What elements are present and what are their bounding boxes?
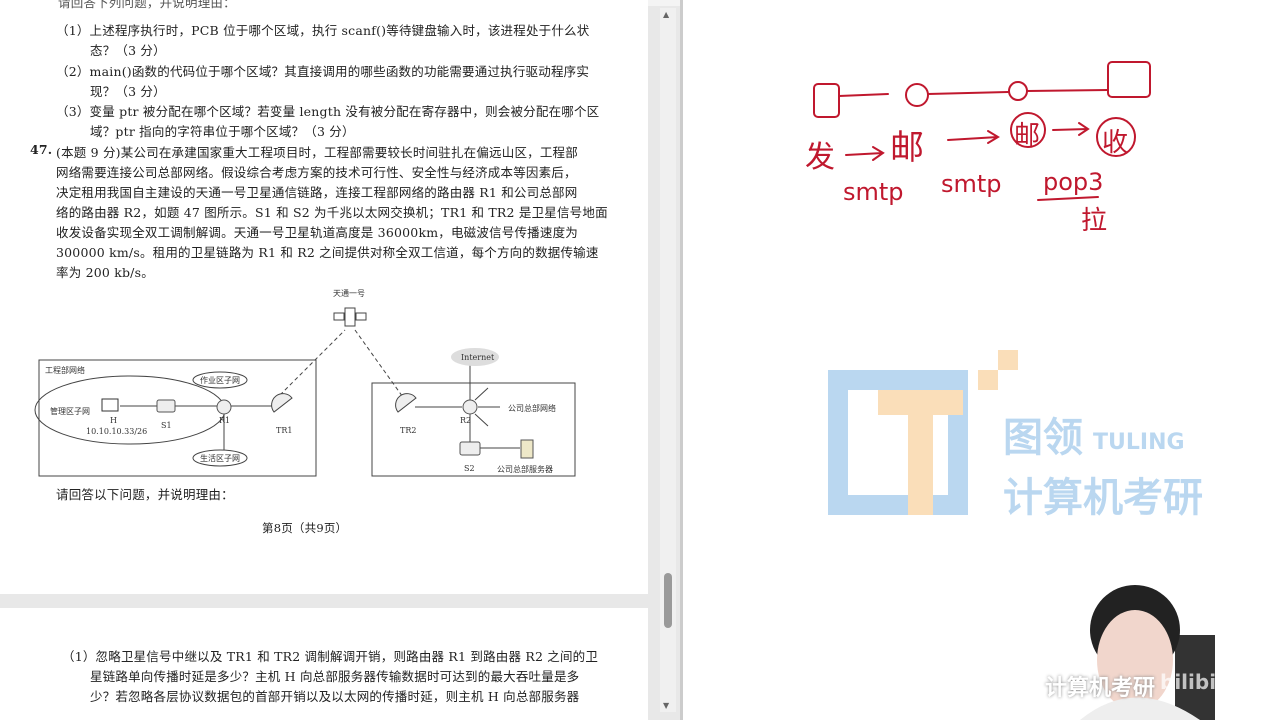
receiver-box bbox=[1107, 61, 1151, 98]
arrow bbox=[845, 146, 885, 161]
pane-divider[interactable] bbox=[680, 0, 683, 720]
network-diagram bbox=[34, 307, 576, 477]
sender-box bbox=[813, 83, 840, 118]
bilibili-logo: bilibili bbox=[1160, 670, 1230, 694]
ink-send: 发 bbox=[805, 140, 835, 175]
arrow bbox=[947, 130, 1000, 144]
tuling-logo bbox=[828, 350, 1018, 515]
pdf-page-8: 请回答下列问题，并说明理由： （1）上述程序执行时，PCB 位于哪个区域，执行 … bbox=[0, 0, 648, 594]
label-internet: Internet bbox=[461, 353, 495, 362]
watermark-en: TULING bbox=[1093, 430, 1185, 455]
satellite-icon bbox=[333, 307, 367, 327]
q46-line: 现？（3 分） bbox=[90, 84, 166, 99]
label-satellite: 天通一号 bbox=[333, 289, 365, 298]
label-r1: R1 bbox=[219, 416, 231, 425]
answer-prompt: 请回答以下问题，并说明理由： bbox=[56, 487, 234, 502]
scrollbar-thumb[interactable] bbox=[664, 573, 672, 628]
q47-number: 47. bbox=[30, 142, 53, 157]
host-computer-icon bbox=[101, 398, 119, 412]
q46-line: 态？（3 分） bbox=[90, 43, 166, 58]
scroll-down-icon[interactable]: ▼ bbox=[663, 701, 670, 710]
pdf-viewer: 请回答下列问题，并说明理由： （1）上述程序执行时，PCB 位于哪个区域，执行 … bbox=[0, 0, 680, 720]
label-work-subnet: 作业区子网 bbox=[200, 376, 240, 385]
q47-line: 率为 200 kb/s。 bbox=[56, 265, 154, 280]
label-hq-network: 公司总部网络 bbox=[508, 404, 556, 413]
webcam-overlay: 计算机考研 bilibili bbox=[1045, 575, 1230, 720]
circle-mark bbox=[1096, 117, 1136, 157]
ink-smtp: smtp bbox=[843, 178, 904, 206]
q47-sub1-line: 星链路单向传播时延是多少？主机 H 向总部服务器传输数据时可达到的最大吞吐量是多 bbox=[90, 669, 580, 684]
q47-line: 络的路由器 R2，如题 47 图所示。S1 和 S2 为千兆以太网交换机；TR1… bbox=[56, 205, 608, 220]
q46-line: （2）main()函数的代码位于哪个区域？其直接调用的哪些函数的功能需要通过执行… bbox=[56, 64, 590, 79]
label-s1: S1 bbox=[161, 421, 172, 430]
satellite-dish-icon bbox=[395, 393, 417, 413]
vertical-scrollbar[interactable]: ▲ ▼ bbox=[660, 8, 676, 712]
circle-mark bbox=[1010, 112, 1046, 148]
label-host: H bbox=[110, 416, 117, 425]
tuling-watermark: 图领 TULING 计算机考研 bbox=[823, 345, 1203, 529]
ink-pop3: pop3 bbox=[1043, 168, 1104, 196]
label-tr2: TR2 bbox=[400, 426, 417, 435]
q47-line: 决定租用我国自主建设的天通一号卫星通信链路，连接工程部网络的路由器 R1 和公司… bbox=[56, 185, 578, 200]
q46-line: （3）变量 ptr 被分配在哪个区域？若变量 length 没有被分配在寄存器中… bbox=[56, 104, 600, 119]
q46-line: 域？ptr 指向的字符串位于哪个区域？（3 分） bbox=[90, 124, 355, 139]
q47-line: (本题 9 分)某公司在承建国家重大工程项目时，工程部需要较长时间驻扎在偏远山区… bbox=[56, 145, 578, 160]
label-mgmt-subnet: 管理区子网 bbox=[50, 407, 90, 416]
handwritten-ink bbox=[813, 61, 1151, 201]
server-icon bbox=[520, 439, 534, 459]
pdf-page-9: （1）忽略卫星信号中继以及 TR1 和 TR2 调制解调开销，则路由器 R1 到… bbox=[0, 608, 648, 720]
watermark-sub: 计算机考研 bbox=[1003, 475, 1203, 521]
ink-receive: 收 bbox=[1102, 128, 1129, 158]
label-left-network: 工程部网络 bbox=[45, 366, 85, 375]
presenter-video bbox=[1080, 585, 1215, 720]
q47-line: 网络需要连接公司总部网络。假设综合考虑方案的技术可行性、安全性与经济成本等因素后… bbox=[56, 165, 577, 180]
internet-cloud bbox=[451, 348, 499, 366]
label-r2: R2 bbox=[460, 416, 472, 425]
label-s2: S2 bbox=[464, 464, 475, 473]
scroll-up-icon[interactable]: ▲ bbox=[663, 10, 670, 19]
q47-sub1-line: 少？若忽略各层协议数据包的首部开销以及以太网的传播时延，则主机 H 向总部服务器 bbox=[90, 689, 580, 704]
label-tr1: TR1 bbox=[276, 426, 293, 435]
switch-icon bbox=[156, 399, 176, 413]
left-network-box bbox=[38, 359, 317, 477]
hq-network-box bbox=[371, 382, 576, 477]
watermark-cn: 图领 bbox=[1003, 415, 1083, 461]
page-footer: 第8页（共9页） bbox=[262, 521, 348, 535]
ink-mail-server: 邮 bbox=[890, 128, 924, 168]
cut-line: 请回答下列问题，并说明理由： bbox=[58, 0, 236, 10]
router-icon bbox=[216, 399, 232, 415]
label-life-subnet: 生活区子网 bbox=[200, 454, 240, 463]
camera-caption: 计算机考研 bbox=[1045, 676, 1156, 701]
arrow bbox=[1052, 122, 1090, 136]
q47-line: 收发设备实现全双工调制解调。天通一号卫星轨道高度是 36000km，电磁波信号传… bbox=[56, 225, 578, 240]
server-node bbox=[905, 83, 929, 107]
ink-smtp: smtp bbox=[941, 170, 1002, 198]
q46-line: （1）上述程序执行时，PCB 位于哪个区域，执行 scanf()等待键盘输入时，… bbox=[56, 23, 590, 38]
q47-line: 300000 km/s。租用的卫星链路为 R1 和 R2 之间提供对称全双工信道… bbox=[56, 245, 599, 260]
whiteboard-pane: 图领 TULING 计算机考研 发 邮 邮 收 smtp smtp pop3 拉 bbox=[683, 0, 1280, 720]
ink-pull: 拉 bbox=[1081, 206, 1108, 236]
router-icon bbox=[462, 399, 478, 415]
server-node bbox=[1008, 81, 1028, 101]
switch-icon bbox=[459, 441, 481, 456]
q47-sub1-line: （1）忽略卫星信号中继以及 TR1 和 TR2 调制解调开销，则路由器 R1 到… bbox=[62, 649, 599, 664]
satellite-dish-icon bbox=[271, 393, 293, 413]
label-host-ip: 10.10.10.33/26 bbox=[86, 427, 148, 436]
ink-mail-server: 邮 bbox=[1014, 121, 1041, 151]
label-hq-server: 公司总部服务器 bbox=[497, 465, 553, 474]
